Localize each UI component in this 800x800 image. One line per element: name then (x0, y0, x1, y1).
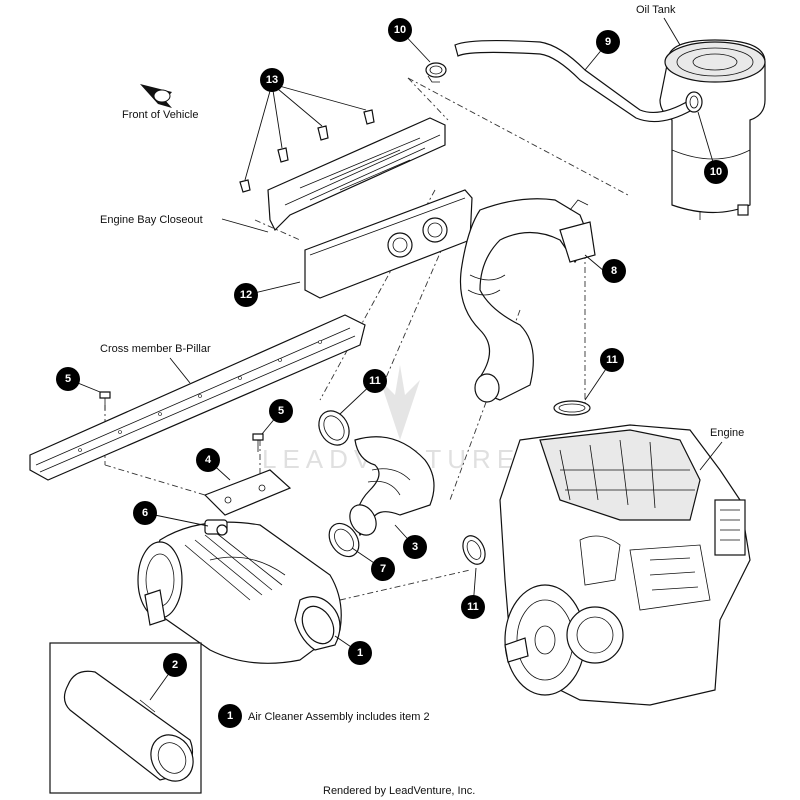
svg-text:1: 1 (227, 710, 233, 722)
callout-10-tank-clamp: 10 (704, 160, 728, 184)
svg-text:11: 11 (467, 601, 479, 613)
watermark-logo (380, 365, 420, 440)
svg-text:6: 6 (142, 507, 148, 519)
svg-text:2: 2 (172, 659, 178, 671)
callout-5-left-bolt: 5 (56, 367, 80, 391)
hose-clamp-10 (425, 62, 447, 83)
engine (499, 424, 751, 706)
callout-5-right-bolt: 5 (269, 399, 293, 423)
oil-tank (659, 39, 766, 220)
engine-label: Engine (710, 427, 744, 439)
svg-text:10: 10 (394, 24, 406, 36)
oil-tank-label: Oil Tank (636, 4, 676, 16)
push-pins-13 (239, 109, 375, 193)
callout-1-air-cleaner: 1 (348, 641, 372, 665)
air-cleaner-assembly (137, 521, 342, 664)
svg-text:5: 5 (278, 405, 284, 417)
callout-11-lower-clamp: 11 (461, 595, 485, 619)
callout-10-clamp: 10 (388, 18, 412, 42)
engine-leader (699, 441, 723, 471)
elbow-hose-3 (349, 436, 435, 537)
svg-text:11: 11 (606, 354, 618, 366)
clamp-11-upper (318, 410, 350, 446)
bracket-4 (203, 469, 292, 516)
clamp-11-lower (462, 535, 486, 565)
svg-text:1: 1 (357, 647, 363, 659)
svg-text:11: 11 (369, 375, 381, 387)
callout-7-clamp: 7 (371, 557, 395, 581)
cross-member-label: Cross member B-Pillar (100, 343, 211, 355)
callout-8-intake: 8 (602, 259, 626, 283)
svg-text:4: 4 (205, 454, 212, 466)
front-of-vehicle-label: Front of Vehicle (122, 109, 198, 121)
footer-credit: Rendered by LeadVenture, Inc. (323, 785, 475, 797)
callout-2-filter: 2 (163, 653, 187, 677)
oil-tank-leader (663, 17, 681, 46)
callout-9-hose: 9 (596, 30, 620, 54)
legend-callout-1: 1 (218, 704, 242, 728)
engine-bay-closeout-leader (221, 218, 269, 233)
sensor-6 (204, 519, 228, 536)
clamp-7 (328, 522, 360, 558)
svg-text:9: 9 (605, 36, 611, 48)
callout-3-elbow: 3 (403, 535, 427, 559)
callout-4-bracket: 4 (196, 448, 220, 472)
oil-hose (454, 39, 693, 123)
svg-text:10: 10 (710, 166, 722, 178)
filter-element-2 (63, 670, 194, 782)
callout-13-pins: 13 (260, 68, 284, 92)
intake-tube (459, 198, 596, 403)
svg-text:5: 5 (65, 373, 71, 385)
callout-12-closeout: 12 (234, 283, 258, 307)
callout-6-sensor: 6 (133, 501, 157, 525)
svg-text:12: 12 (240, 289, 252, 301)
cross-member-b-pillar (29, 314, 366, 481)
cross-member-leader (169, 357, 191, 384)
clamp-11-engine (553, 400, 591, 416)
svg-text:7: 7 (380, 563, 386, 575)
svg-text:3: 3 (412, 541, 418, 553)
svg-text:8: 8 (611, 265, 617, 277)
engine-bay-closeout-label: Engine Bay Closeout (100, 214, 203, 226)
callout-11-engine-clamp: 11 (600, 348, 624, 372)
engine-bay-closeout (267, 117, 473, 299)
svg-text:13: 13 (266, 74, 278, 86)
pins-leaders (244, 83, 367, 181)
callout-11-upper-clamp: 11 (363, 369, 387, 393)
hose-clamp-10-tank (685, 91, 703, 113)
bolt-5-left (99, 391, 111, 410)
legend-note: Air Cleaner Assembly includes item 2 (248, 711, 430, 723)
front-of-vehicle-arrow (140, 84, 172, 108)
bolt-5-right (252, 433, 264, 452)
